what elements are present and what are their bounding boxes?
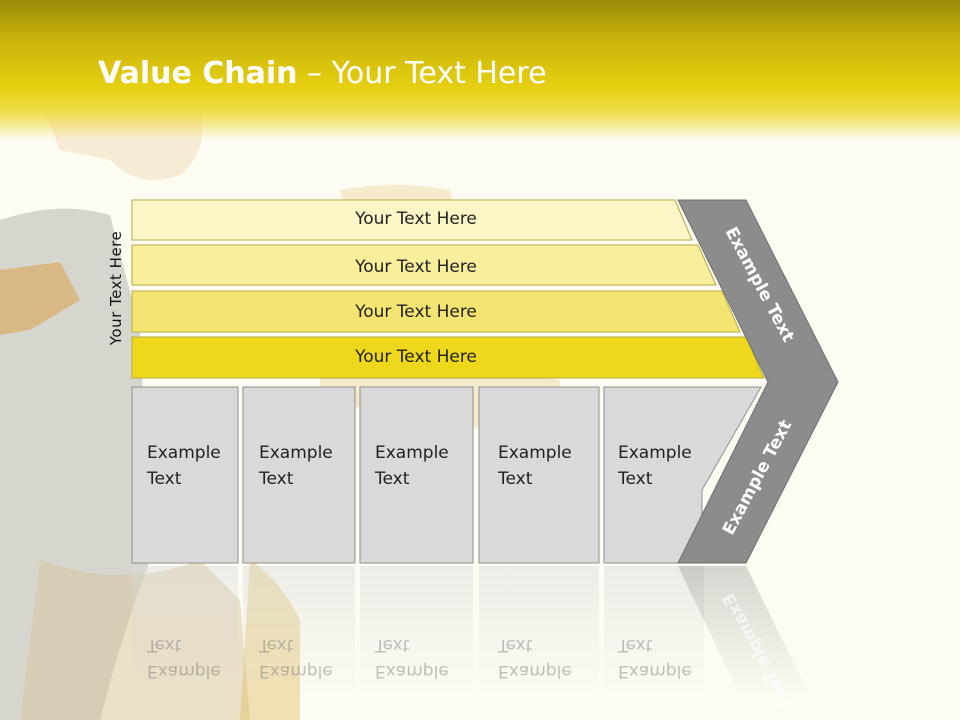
activity-box-5-reflection-text: Example Text — [618, 632, 692, 684]
activity-box-1-line2: Text — [147, 469, 182, 489]
activity-box-1-reflection-line2: Text — [147, 635, 182, 655]
activity-box-3-reflection-line2: Text — [375, 635, 410, 655]
band-3-label: Your Text Here — [354, 302, 477, 322]
margin-chevron-reflection — [678, 566, 810, 696]
activity-box-reflection-1 — [132, 566, 238, 696]
activity-box-3 — [359, 386, 474, 564]
activity-box-2-reflection-line1: Example — [259, 661, 333, 681]
header-bar — [0, 0, 960, 140]
activity-box-reflection-4 — [479, 566, 599, 696]
activity-box-2-reflection-text: Example Text — [259, 632, 333, 684]
activity-box-4-reflection-text: Example Text — [498, 632, 572, 684]
activity-box-2-line2: Text — [259, 469, 294, 489]
band-1-label: Your Text Here — [354, 209, 477, 229]
activity-box-2 — [242, 386, 356, 564]
activity-box-5-line2: Text — [618, 469, 653, 489]
band-4-label: Your Text Here — [354, 347, 477, 367]
band-2 — [131, 244, 717, 286]
activity-box-4-line1: Example — [498, 443, 572, 463]
margin-chevron — [677, 199, 839, 564]
activity-box-4 — [478, 386, 600, 564]
activity-box-1 — [131, 386, 239, 564]
title-main: Value Chain — [98, 56, 298, 91]
page-title: Value Chain – Your Text Here — [98, 54, 547, 94]
band-2-label: Your Text Here — [354, 257, 477, 277]
activity-box-3-reflection-text: Example Text — [375, 632, 449, 684]
activity-box-1-reflection-line1: Example — [147, 661, 221, 681]
activity-box-reflection-3 — [360, 566, 473, 696]
activity-box-4-reflection-line1: Example — [498, 661, 572, 681]
band-1 — [131, 199, 693, 241]
activity-box-1-line1: Example — [147, 443, 221, 463]
activity-box-3-line2: Text — [375, 469, 410, 489]
activity-box-reflection-2 — [243, 566, 355, 696]
activity-box-4-reflection-line2: Text — [498, 635, 533, 655]
activity-box-3-reflection-line1: Example — [375, 661, 449, 681]
activity-box-2-line1: Example — [259, 443, 333, 463]
activity-box-3-line1: Example — [375, 443, 449, 463]
activity-box-2-reflection-line2: Text — [259, 635, 294, 655]
band-3 — [131, 290, 741, 333]
activity-box-1-reflection-text: Example Text — [147, 632, 221, 684]
activity-box-4-line2: Text — [498, 469, 533, 489]
activity-box-5-reflection-line2: Text — [618, 635, 653, 655]
title-subtitle: – Your Text Here — [297, 56, 547, 91]
band-4 — [131, 336, 765, 379]
activity-box-reflection-5 — [604, 566, 704, 696]
activity-box-5-line1: Example — [618, 443, 692, 463]
activity-box-5-reflection-line1: Example — [618, 661, 692, 681]
